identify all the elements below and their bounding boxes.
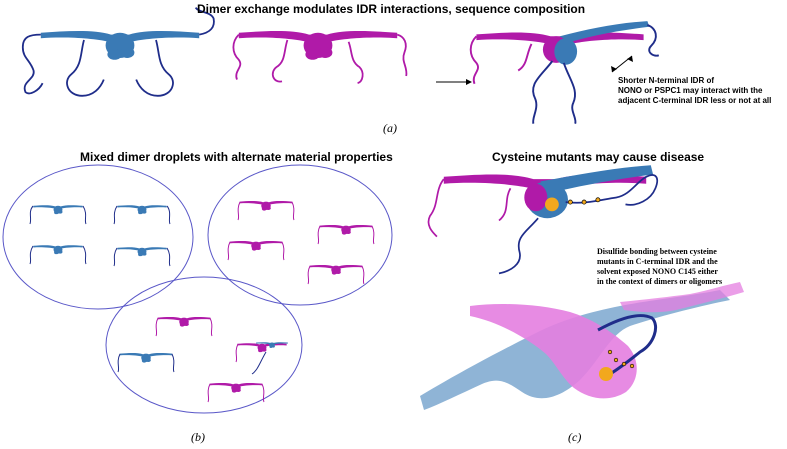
dimer-mixed (469, 21, 660, 124)
note-a-line-3: adjacent C-terminal IDR less or not at a… (618, 96, 772, 105)
dimer-disulfide (427, 165, 659, 275)
note-panel-c: Disulfide bonding between cysteine mutan… (597, 247, 722, 287)
droplet-blue (2, 164, 194, 310)
note-a-line-2: NONO or PSPC1 may interact with the (618, 86, 763, 95)
dimer-blue (21, 6, 215, 97)
title-panel-c: Cysteine mutants may cause disease (492, 150, 705, 164)
note-c-line-3: solvent exposed NONO C145 either (597, 267, 718, 276)
dimer-magenta (232, 31, 408, 85)
droplet-mixed (105, 276, 303, 414)
note-a-line-1: Shorter N-terminal IDR of (618, 76, 715, 85)
surface-model (420, 282, 744, 410)
title-panel-a: Dimer exchange modulates IDR interaction… (197, 2, 586, 16)
title-panel-b: Mixed dimer droplets with alternate mate… (80, 150, 393, 164)
panel-label-c: (c) (568, 430, 582, 444)
panel-label-b: (b) (191, 430, 205, 444)
panel-a (21, 6, 660, 124)
note-c-line-4: in the context of dimers or oligomers (597, 277, 723, 286)
note-c-line-2: mutants in C-terminal IDR and the (597, 257, 718, 266)
panel-c (420, 165, 744, 410)
droplet-magenta (207, 164, 393, 306)
note-panel-a: Shorter N-terminal IDR of NONO or PSPC1 … (618, 76, 771, 106)
note-c-line-1: Disulfide bonding between cysteine (597, 247, 717, 256)
panel-b (2, 164, 393, 414)
panel-label-a: (a) (383, 121, 397, 135)
